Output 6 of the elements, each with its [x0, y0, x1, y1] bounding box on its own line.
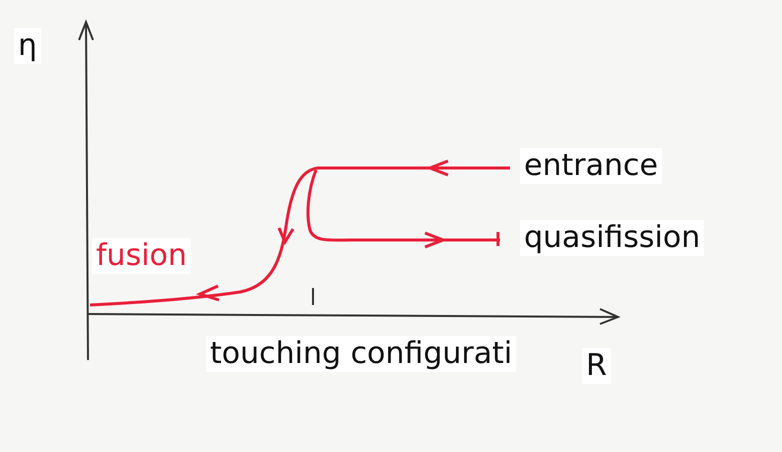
axis-note: touching configurati	[206, 336, 516, 372]
curve-label: entrance	[520, 148, 662, 184]
curve-label: fusion	[92, 238, 191, 274]
axis-label: R	[582, 348, 611, 384]
greek-letter-label: η	[14, 28, 42, 64]
curve-label: quasifission	[520, 220, 704, 256]
